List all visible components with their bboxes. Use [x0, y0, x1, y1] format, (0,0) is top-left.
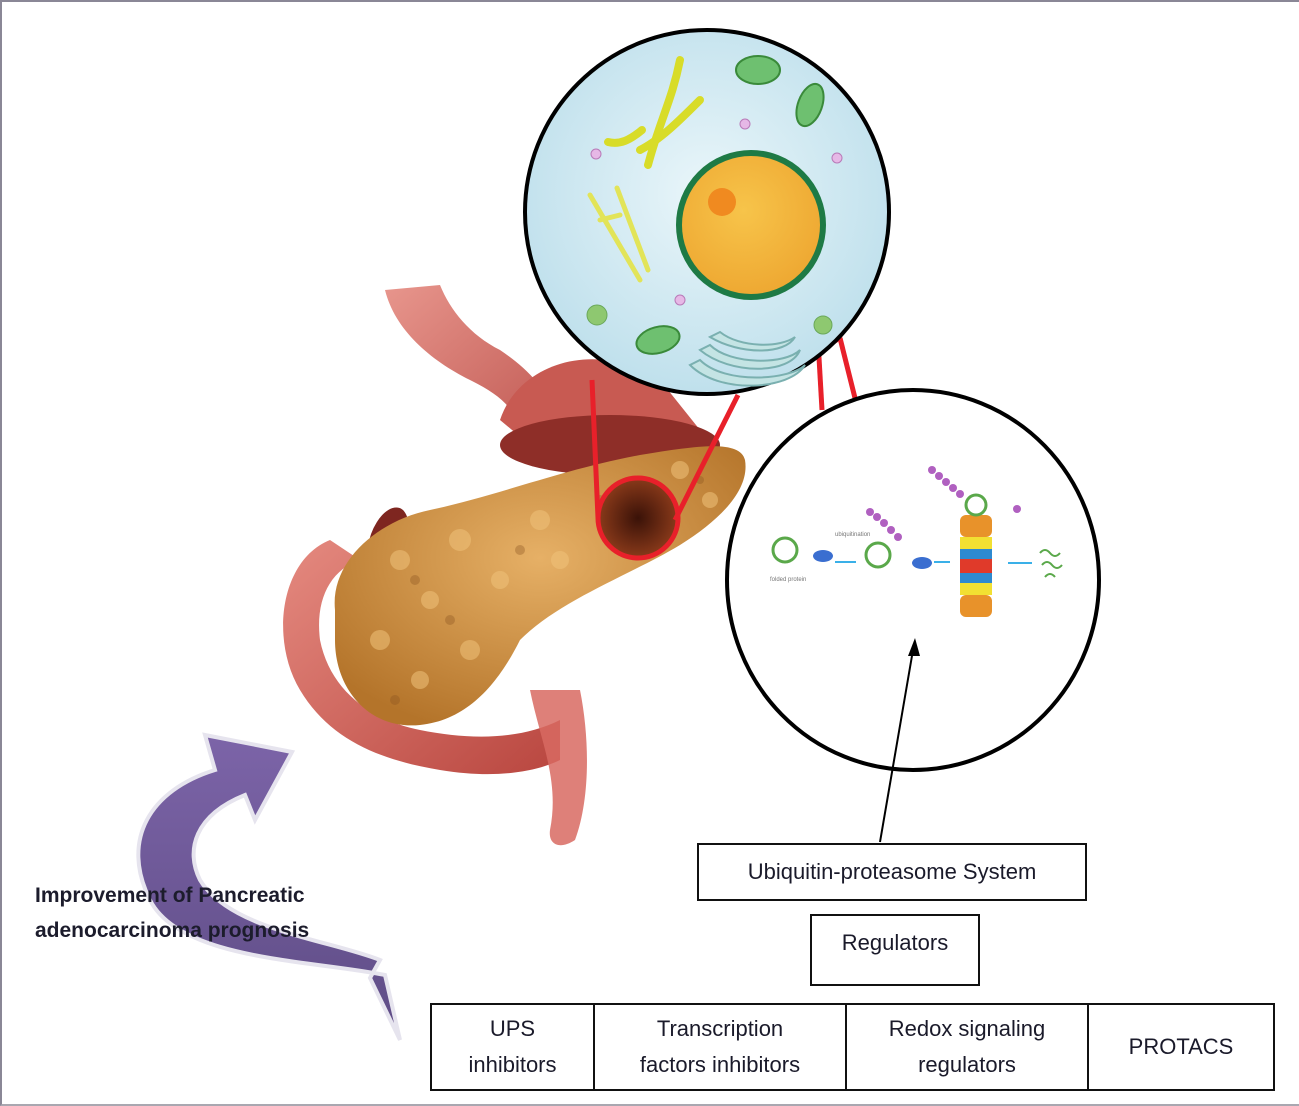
proteasome-inset — [725, 388, 1101, 772]
arrow-icon — [835, 561, 1032, 564]
nucleolus — [708, 188, 736, 216]
regulator-categories-table: UPS inhibitors Transcription factors inh… — [430, 1003, 1275, 1091]
cell-magnified — [523, 28, 891, 396]
ups-box: Ubiquitin-proteasome System — [697, 843, 1087, 901]
pancreas-illustration — [334, 446, 746, 726]
rough-er — [604, 56, 704, 169]
regulators-box: Regulators — [810, 914, 980, 986]
enzyme-icon — [813, 550, 932, 569]
category-ups-inhibitors: UPS inhibitors — [432, 1005, 595, 1089]
category-transcription-factors-inhibitors: Transcription factors inhibitors — [595, 1005, 847, 1089]
ubiquitination-label: ubiquitination — [835, 532, 871, 538]
tumor-region — [598, 478, 678, 558]
peptides-icon — [1039, 549, 1063, 578]
folded-protein-icon — [771, 536, 892, 569]
smooth-er — [587, 185, 651, 283]
mitochondria — [635, 55, 825, 355]
ups-label: Ubiquitin-proteasome System — [747, 859, 1037, 884]
ups-pointer-arrow — [879, 638, 920, 843]
ubiquitin-chain-icon — [866, 466, 1021, 541]
proteasome-icon — [960, 493, 992, 617]
golgi-apparatus — [688, 330, 806, 387]
nucleus — [676, 150, 826, 300]
curved-arrow-icon — [136, 732, 402, 1041]
category-redox-signaling-regulators: Redox signaling regulators — [847, 1005, 1089, 1089]
vesicles — [586, 118, 843, 335]
outcome-label: Improvement of Pancreatic adenocarcinoma… — [35, 884, 310, 942]
folded-protein-label: folded protein — [770, 577, 807, 583]
regulators-label: Regulators — [841, 930, 949, 955]
category-protacs: PROTACS — [1128, 1034, 1234, 1059]
